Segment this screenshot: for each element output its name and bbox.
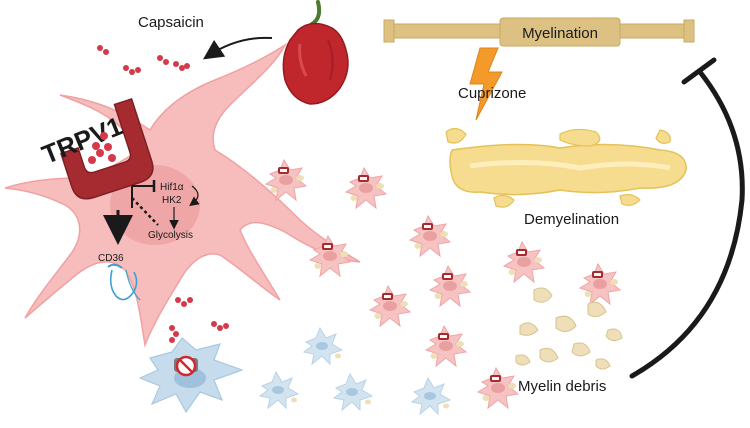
capsaicin-arrow [203,36,273,60]
trpv1-receptor [60,98,154,200]
glycolysis-pathway: Hif1α HK2 Glycolysis [103,180,200,245]
glycolysis-label: Glycolysis [148,230,193,241]
capsaicin-molecules [97,45,229,343]
hif1a-label: Hif1α [160,182,184,193]
dotted-link [131,197,159,226]
capsaicin-label: Capsaicin [138,14,204,31]
inhibition-arrow-icon [629,57,745,379]
demyelination-label: Demyelination [524,211,619,228]
capsaicin-bound [88,132,116,164]
no-entry-icon [175,355,197,377]
resting-cells [259,327,451,415]
cd36-label: CD36 [98,253,124,264]
pepper-icon [282,0,349,105]
hk2-label: HK2 [162,195,182,206]
myelin-debris-label: Myelin debris [518,378,606,395]
myelination-label: Myelination [522,25,598,42]
feedback-arrow [189,185,200,207]
myelin-debris [515,287,623,370]
lightning-bolt-icon [469,47,503,121]
myelination-bar: Myelination [383,17,695,47]
cd36-receptor: CD36 [98,253,141,301]
resting-microglia [138,337,244,414]
cuprizone-label: Cuprizone [458,85,526,102]
demyelinated-myelin [445,127,687,208]
activated-microglia-cluster [265,159,621,409]
